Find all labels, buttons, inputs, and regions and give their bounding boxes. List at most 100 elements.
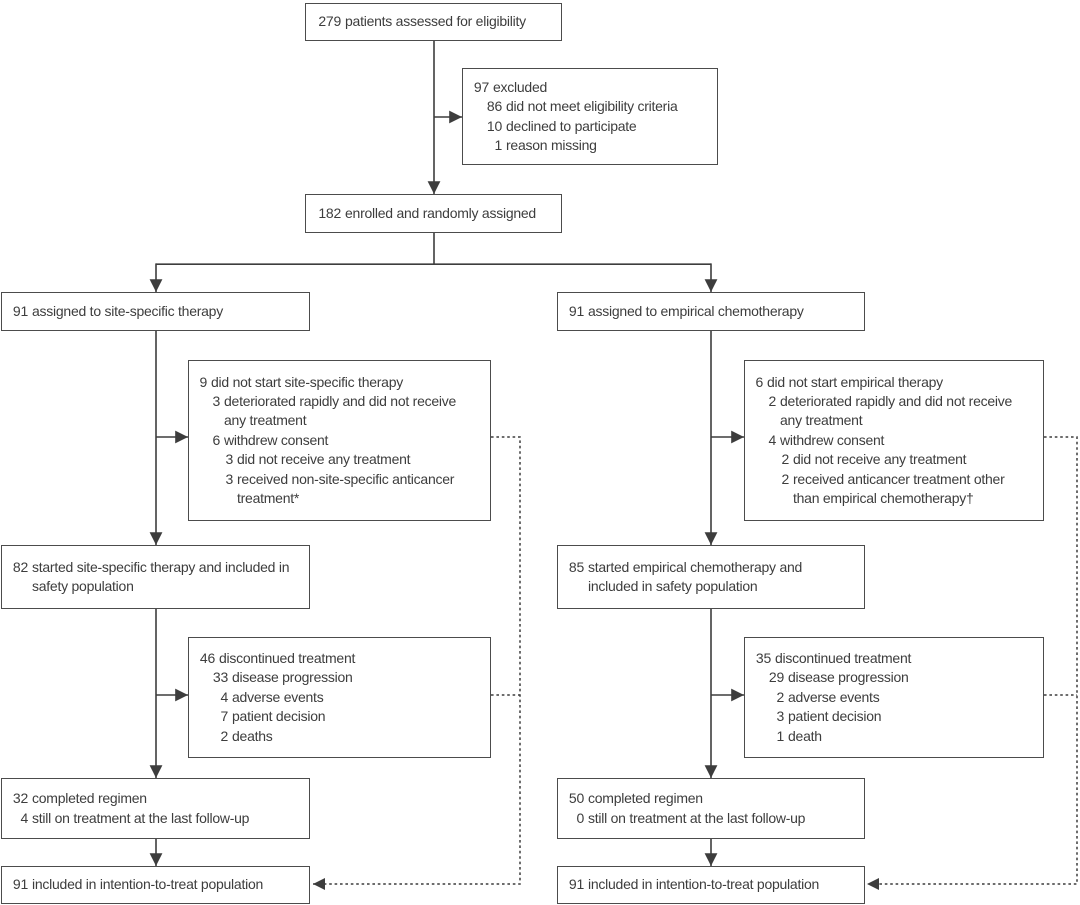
count-value: 3 (776, 708, 784, 725)
line-text: assigned to site-specific therapy (32, 302, 223, 319)
count-value: 91 (568, 876, 584, 893)
line-text: deteriorated rapidly and did not receive (780, 392, 1013, 409)
line-text: did not receive any treatment (237, 451, 411, 468)
line-text: received non-site-specific anticancer (237, 470, 455, 487)
count-value: 2 (220, 727, 228, 744)
line-text: withdrew consent (780, 431, 885, 448)
count-value: 91 (568, 302, 584, 319)
count-value: 50 (568, 790, 584, 807)
line-text: completed regimen (588, 790, 703, 807)
line-text: safety population (32, 578, 134, 594)
count-value: 2 (781, 470, 789, 487)
line-text: reason missing (506, 136, 597, 153)
line-text: included in safety population (588, 578, 758, 594)
count-value: 3 (225, 470, 233, 487)
box-line: safety population (12, 577, 303, 596)
count-value: 86 (486, 98, 502, 115)
count-value: 91 (12, 876, 28, 893)
count-value: 2 (781, 451, 789, 468)
box-line: any treatment (212, 411, 484, 430)
line-text: excluded (493, 78, 548, 95)
line-text: did not meet eligibility criteria (506, 98, 678, 115)
line-text: disease progression (232, 669, 353, 686)
line-text: did not receive any treatment (793, 451, 967, 468)
count-value: 0 (576, 809, 584, 826)
count-value: 29 (768, 669, 784, 686)
count-value: 4 (768, 431, 776, 448)
box-line: than empirical chemotherapy† (781, 489, 1037, 508)
line-text: started empirical chemotherapy and (588, 558, 803, 575)
line-text: still on treatment at the last follow-up (588, 809, 806, 826)
count-value: 6 (212, 431, 220, 448)
line-text: any treatment (780, 412, 863, 429)
line-text: received anticancer treatment other (793, 470, 1005, 487)
count-value: 279 (318, 13, 341, 30)
box-line: any treatment (768, 411, 1037, 430)
count-value: 9 (199, 373, 207, 390)
count-value: 1 (776, 727, 784, 744)
line-text: included in intention-to-treat populatio… (588, 876, 820, 893)
line-text: did not start site-specific therapy (211, 373, 404, 390)
count-value: 97 (473, 78, 489, 95)
line-text: any treatment (224, 412, 307, 429)
line-text: assigned to empirical chemotherapy (588, 302, 804, 319)
count-value: 2 (768, 392, 776, 409)
line-text: adverse events (232, 688, 324, 705)
count-value: 2 (776, 688, 784, 705)
box-line: included in safety population (568, 577, 858, 596)
line-text: declined to participate (506, 117, 637, 134)
count-value: 3 (225, 451, 233, 468)
line-text: enrolled and randomly assigned (345, 204, 536, 221)
dashed-not-started-to-itt-right (867, 436, 1078, 890)
line-text: discontinued treatment (775, 649, 912, 666)
line-text: patients assessed for eligibility (345, 13, 526, 30)
box-line: treatment* (225, 489, 484, 508)
count-value: 4 (20, 809, 28, 826)
count-value: 91 (12, 302, 28, 319)
count-value: 33 (212, 669, 228, 686)
count-value: 32 (12, 790, 28, 807)
line-text: discontinued treatment (219, 649, 356, 666)
line-text: treatment* (237, 490, 300, 507)
line-text: than empirical chemotherapy† (793, 490, 974, 507)
count-value: 3 (212, 392, 220, 409)
line-text: started site-specific therapy and includ… (32, 558, 290, 575)
